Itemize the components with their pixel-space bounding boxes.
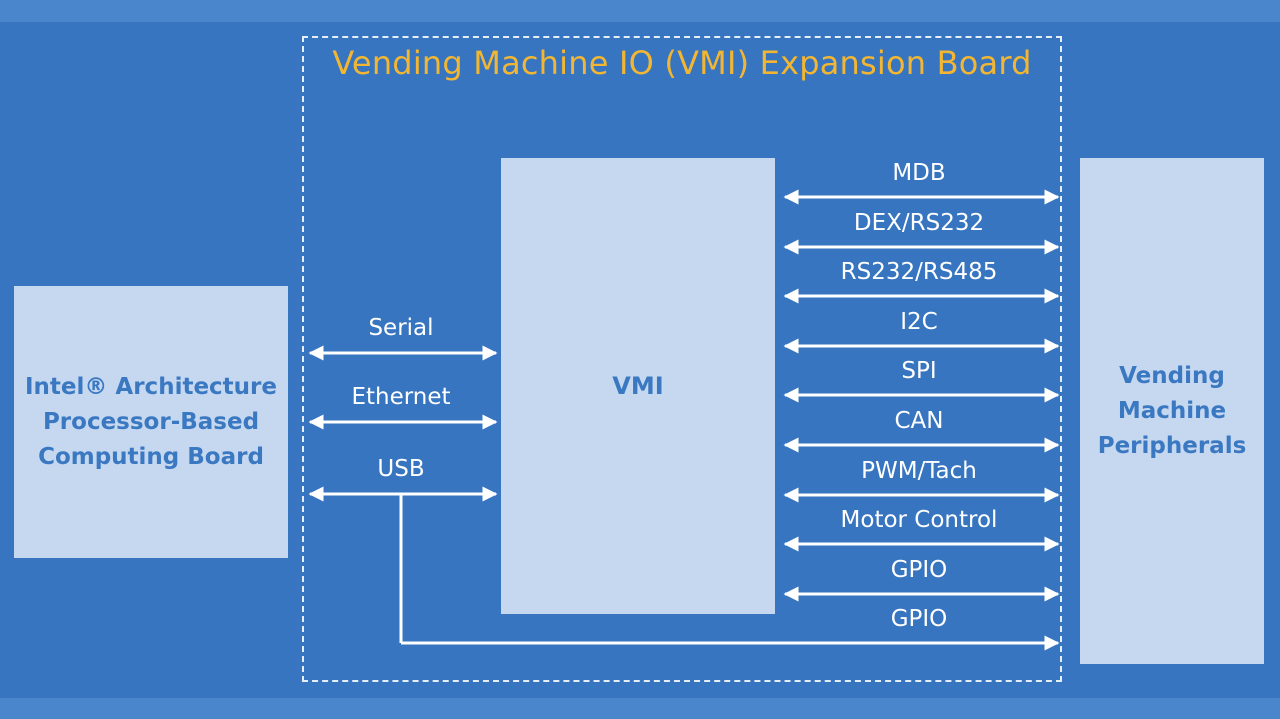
peripheral-link-motor-control-label: Motor Control (840, 507, 998, 533)
intel-computing-board-block: Intel® Architecture Processor-Based Comp… (14, 286, 288, 558)
host-link-ethernet-label: Ethernet (351, 384, 451, 410)
host-link-usb-label: USB (377, 456, 425, 482)
top-band (0, 0, 1280, 22)
vending-machine-peripherals-block: Vending Machine Peripherals (1080, 158, 1264, 664)
peripheral-link-spi-label: SPI (901, 358, 937, 384)
peripheral-link-mdb-label: MDB (892, 160, 946, 186)
bottom-band (0, 698, 1280, 719)
peripheral-link-gpio-label: GPIO (890, 557, 948, 583)
peripheral-link-dex-rs232-label: DEX/RS232 (853, 210, 985, 236)
diagram-title: Vending Machine IO (VMI) Expansion Board (332, 44, 1032, 82)
peripheral-link-pwm-tach-label: PWM/Tach (861, 458, 977, 484)
vmi-block: VMI (501, 158, 775, 614)
peripheral-link-gpio-usb-direct-label: GPIO (890, 606, 948, 632)
expansion-board-boundary (302, 36, 1062, 682)
peripheral-link-can-label: CAN (894, 408, 944, 434)
peripheral-link-rs232-rs485-label: RS232/RS485 (840, 259, 998, 285)
host-link-serial-label: Serial (368, 315, 434, 341)
peripheral-link-i2c-label: I2C (900, 309, 938, 335)
